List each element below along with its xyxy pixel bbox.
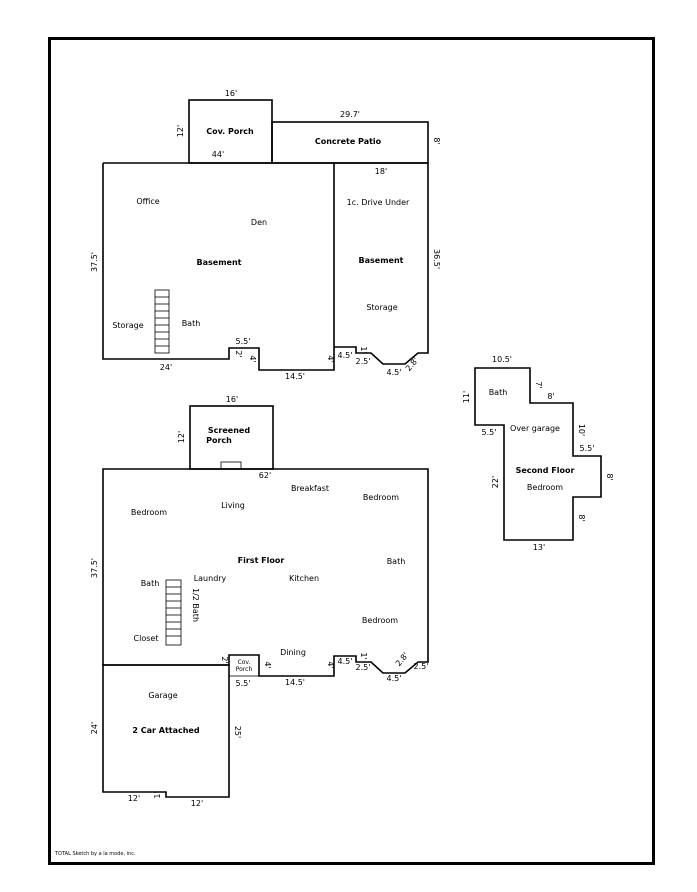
dim-patio-base: 18' <box>375 167 387 176</box>
dim-first-45: 4.5' <box>338 657 353 666</box>
dim-patio-w: 29.7' <box>340 110 360 119</box>
dim-first-4b: 4' <box>326 661 335 668</box>
storage-right-label: Storage <box>366 303 397 312</box>
dim-sf-7: 7' <box>534 381 543 388</box>
dim-base-1: 1' <box>359 346 368 353</box>
dim-base-25: 2.5' <box>356 357 371 366</box>
office-label: Office <box>136 197 159 206</box>
basement-right-label: Basement <box>359 256 404 265</box>
dim-screen-w: 16' <box>226 395 238 404</box>
dim-porch-base: 44' <box>212 150 224 159</box>
dim-basement-h: 37.5' <box>90 252 99 272</box>
dim-base-145: 14.5' <box>285 372 305 381</box>
garage-outline <box>102 664 230 798</box>
dim-base-45: 4.5' <box>338 351 353 360</box>
dim-base-55: 5.5' <box>236 337 251 346</box>
basement-left-label: Basement <box>197 258 242 267</box>
dim-base-4b: 4' <box>326 355 335 362</box>
bedroom-se-label: Bedroom <box>362 616 398 625</box>
dim-first-55: 5.5' <box>236 679 251 688</box>
screened-porch-label-1: Screened <box>208 426 250 435</box>
garage-label: Garage <box>148 691 177 700</box>
breakfast-label: Breakfast <box>291 484 329 493</box>
first-floor-label: First Floor <box>238 556 285 565</box>
over-garage-label: Over garage <box>510 424 560 433</box>
dim-patio-h: 8' <box>432 137 441 144</box>
footer-credit: TOTAL Sketch by a la mode, inc. <box>54 851 136 857</box>
kitchen-label: Kitchen <box>289 574 319 583</box>
bedroom-w-label: Bedroom <box>131 508 167 517</box>
living-label: Living <box>221 501 245 510</box>
dim-base-24: 24' <box>160 363 172 372</box>
dim-sf-55a: 5.5' <box>482 428 497 437</box>
bedroom-ne-label: Bedroom <box>363 493 399 502</box>
concrete-patio-label: Concrete Patio <box>315 137 382 146</box>
dim-garage-25: 25' <box>233 726 242 738</box>
dim-sf-8a: 8' <box>547 392 554 401</box>
closet-label: Closet <box>134 634 159 643</box>
dim-sf-8b: 8' <box>605 473 614 480</box>
dim-base-2: 2' <box>234 350 243 357</box>
garage-level: Garage 2 Car Attached 24' 25' 12' 1' 12' <box>90 664 242 808</box>
basement-stairs <box>154 289 170 354</box>
screened-porch-label-2: Porch <box>206 436 232 445</box>
bath-left-label: Bath <box>141 579 160 588</box>
dim-porch-top-h: 12' <box>176 125 185 137</box>
dim-first-25a: 2.5' <box>356 663 371 672</box>
dim-first-45b: 4.5' <box>387 674 402 683</box>
dim-garage-12b: 12' <box>191 799 203 808</box>
dim-sf-55b: 5.5' <box>580 444 595 453</box>
dim-garage-1: 1' <box>153 791 162 798</box>
second-floor-outline <box>474 367 602 541</box>
second-floor-label: Second Floor <box>516 466 575 475</box>
dim-base-45b: 4.5' <box>387 368 402 377</box>
basement-left-outline <box>102 162 335 371</box>
cov-porch-small-label-1: Cov. <box>238 659 251 666</box>
page-border <box>48 37 655 865</box>
bath-upper-label: Bath <box>489 388 508 397</box>
dim-first-1: 1' <box>359 652 368 659</box>
drive-under-label: 1c. Drive Under <box>347 198 410 207</box>
porch-step <box>220 461 242 470</box>
dim-first-4a: 4' <box>263 661 272 668</box>
dim-sf-22: 22' <box>491 476 500 488</box>
cov-porch-top-label: Cov. Porch <box>206 127 254 136</box>
dining-label: Dining <box>280 648 306 657</box>
dim-base-4a: 4' <box>248 355 257 362</box>
bedroom-upper-label: Bedroom <box>527 483 563 492</box>
dim-sf-10: 10' <box>577 424 586 436</box>
dim-garage-12a: 12' <box>128 794 140 803</box>
first-floor-level: Screened Porch Breakfast Bedroom Bedroom… <box>90 395 429 688</box>
dim-first-h: 37.5' <box>90 558 99 578</box>
storage-left-label: Storage <box>112 321 143 330</box>
dim-first-2: 2' <box>220 656 229 663</box>
dim-first-25b: 2.5' <box>414 662 429 671</box>
den-label: Den <box>251 218 267 227</box>
cov-porch-small-label-2: Porch <box>236 666 253 673</box>
basement-level: Cov. Porch Concrete Patio Office Den Bas… <box>90 89 441 381</box>
two-car-label: 2 Car Attached <box>132 726 199 735</box>
dim-first-top: 62' <box>259 471 271 480</box>
dim-first-145: 14.5' <box>285 678 305 687</box>
dim-sf-105: 10.5' <box>492 355 512 364</box>
dim-porch-top-w: 16' <box>225 89 237 98</box>
basement-right-outline <box>334 162 429 365</box>
dim-base-28: 2.8' <box>404 356 420 373</box>
dim-sf-8c: 8' <box>577 514 586 521</box>
dim-drive-h: 36.5' <box>432 249 441 269</box>
dim-sf-11: 11' <box>462 391 471 403</box>
dim-garage-24: 24' <box>90 722 99 734</box>
bath-right-label: Bath <box>387 557 406 566</box>
dim-sf-13: 13' <box>533 543 545 552</box>
bath-basement-label: Bath <box>182 319 201 328</box>
first-floor-stairs <box>165 579 182 646</box>
laundry-label: Laundry <box>194 574 227 583</box>
half-bath-label: 1/2 Bath <box>191 588 200 622</box>
dim-screen-h: 12' <box>177 431 186 443</box>
dim-first-28: 2.8' <box>394 651 410 668</box>
second-floor-level: Bath Over garage Second Floor Bedroom 10… <box>462 355 614 552</box>
